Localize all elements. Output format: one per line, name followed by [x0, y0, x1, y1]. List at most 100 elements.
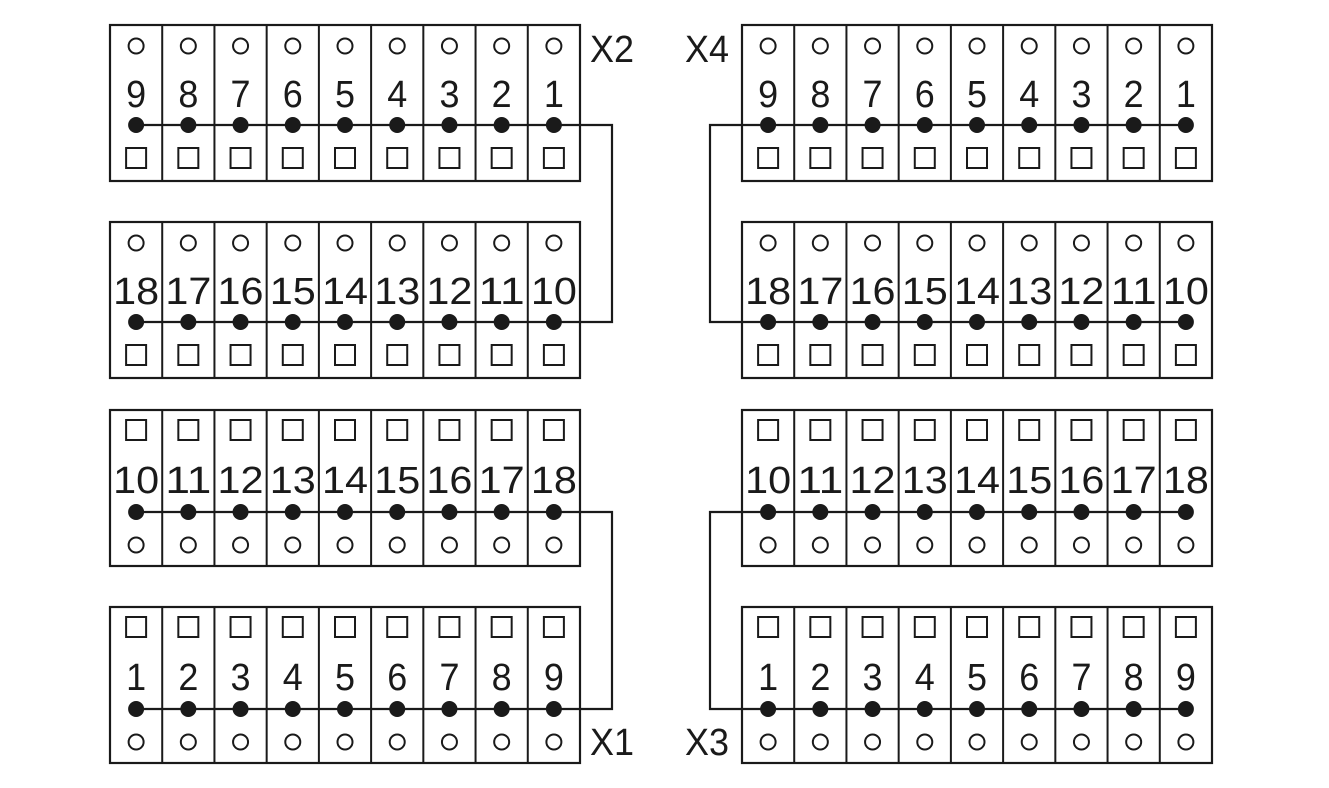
- square-contact-icon: [1174, 344, 1197, 366]
- open-circle-icon: [336, 733, 354, 751]
- terminal-5: 5: [949, 607, 988, 763]
- filled-dot-icon: [1177, 504, 1194, 520]
- open-circle-icon: [440, 733, 458, 751]
- open-circle-icon: [1020, 733, 1038, 751]
- square-contact-icon: [757, 147, 780, 169]
- terminal-number: 11: [165, 460, 211, 502]
- terminal-number: 1: [544, 74, 564, 116]
- terminal-number: 9: [126, 74, 146, 116]
- terminal-12: 12: [422, 222, 472, 378]
- filled-dot-icon: [916, 314, 933, 330]
- open-circle-icon: [284, 234, 302, 252]
- terminal-number: 10: [745, 460, 791, 502]
- open-circle-icon: [1177, 536, 1195, 554]
- filled-dot-icon: [864, 314, 881, 330]
- terminal-7: 7: [422, 607, 461, 763]
- terminal-13: 13: [265, 410, 316, 566]
- square-contact-icon: [1122, 344, 1145, 366]
- square-contact-icon: [438, 147, 461, 169]
- filled-dot-icon: [1021, 701, 1038, 717]
- square-contact-icon: [490, 419, 513, 441]
- terminal-17: 17: [474, 410, 525, 566]
- square-contact-icon: [1174, 147, 1197, 169]
- strip-outline: [108, 605, 582, 765]
- terminal-number: 12: [850, 460, 896, 502]
- terminal-number: 6: [1019, 657, 1039, 699]
- terminal-11: 11: [474, 222, 525, 378]
- terminal-number: 14: [954, 271, 1000, 313]
- square-contact-icon: [229, 147, 252, 169]
- open-circle-icon: [759, 37, 777, 55]
- open-circle-icon: [864, 733, 882, 751]
- filled-dot-icon: [812, 117, 829, 133]
- terminal-10: 10: [1158, 222, 1209, 378]
- filled-dot-icon: [864, 701, 881, 717]
- filled-dot-icon: [1177, 314, 1194, 330]
- terminal-number: 11: [1111, 271, 1157, 313]
- filled-dot-icon: [441, 701, 458, 717]
- square-contact-icon: [913, 344, 936, 366]
- terminal-8: 8: [161, 25, 200, 181]
- terminal-3: 3: [1054, 25, 1093, 181]
- terminal-9: 9: [757, 37, 780, 169]
- square-contact-icon: [809, 147, 832, 169]
- square-contact-icon: [229, 616, 252, 638]
- square-contact-icon: [438, 419, 461, 441]
- terminal-14: 14: [317, 222, 368, 378]
- terminal-9: 9: [1158, 607, 1197, 763]
- terminal-number: 10: [1163, 271, 1209, 313]
- terminal-11: 11: [161, 410, 211, 566]
- filled-dot-icon: [493, 314, 510, 330]
- open-circle-icon: [127, 37, 145, 55]
- terminal-number: 15: [374, 460, 420, 502]
- terminal-17: 17: [793, 222, 843, 378]
- open-circle-icon: [232, 37, 250, 55]
- terminal-2: 2: [161, 607, 200, 763]
- filled-dot-icon: [389, 117, 406, 133]
- filled-dot-icon: [1125, 504, 1142, 520]
- terminal-number: 15: [902, 271, 948, 313]
- terminal-number: 13: [902, 460, 948, 502]
- terminal-6: 6: [897, 25, 936, 181]
- terminal-18: 18: [745, 234, 791, 366]
- terminal-number: 4: [1019, 74, 1039, 116]
- square-contact-icon: [542, 147, 565, 169]
- terminal-number: 13: [374, 271, 420, 313]
- terminal-number: 6: [915, 74, 935, 116]
- terminal-number: 2: [810, 657, 830, 699]
- filled-dot-icon: [284, 701, 301, 717]
- terminal-number: 8: [178, 74, 198, 116]
- filled-dot-icon: [441, 314, 458, 330]
- filled-dot-icon: [493, 504, 510, 520]
- filled-dot-icon: [232, 504, 249, 520]
- open-circle-icon: [811, 37, 829, 55]
- terminal-15: 15: [897, 222, 948, 378]
- terminal-7: 7: [845, 25, 884, 181]
- filled-dot-icon: [337, 314, 353, 330]
- terminal-2: 2: [793, 607, 832, 763]
- terminal-2: 2: [1106, 25, 1145, 181]
- square-contact-icon: [1122, 419, 1145, 441]
- terminal-number: 14: [322, 271, 368, 313]
- terminal-6: 6: [370, 607, 409, 763]
- filled-dot-icon: [493, 117, 510, 133]
- terminal-number: 1: [126, 657, 146, 699]
- square-contact-icon: [281, 419, 304, 441]
- square-contact-icon: [334, 419, 356, 441]
- square-contact-icon: [334, 147, 356, 169]
- square-contact-icon: [913, 147, 936, 169]
- filled-dot-icon: [284, 314, 301, 330]
- square-contact-icon: [809, 344, 832, 366]
- square-contact-icon: [757, 616, 780, 638]
- square-contact-icon: [334, 344, 356, 366]
- open-circle-icon: [811, 536, 829, 554]
- terminal-number: 4: [915, 657, 935, 699]
- open-circle-icon: [179, 733, 197, 751]
- terminal-number: 13: [270, 460, 316, 502]
